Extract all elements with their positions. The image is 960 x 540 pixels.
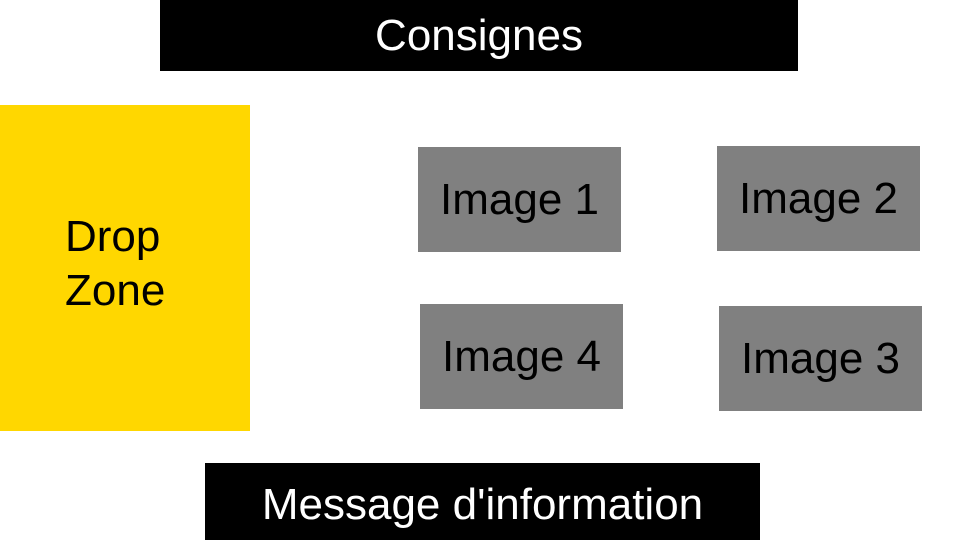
instructions-banner: Consignes xyxy=(160,0,798,71)
drop-zone-label-line2: Zone xyxy=(65,266,166,315)
image-2-label: Image 2 xyxy=(739,173,898,223)
info-message-label: Message d'information xyxy=(261,479,704,529)
info-message-banner: Message d'information xyxy=(205,463,760,540)
draggable-image-4[interactable]: Image 4 xyxy=(420,304,623,409)
image-1-label: Image 1 xyxy=(440,174,599,224)
instructions-label: Consignes xyxy=(375,10,583,60)
drop-zone[interactable]: Drop Zone xyxy=(0,105,250,431)
drop-zone-label-line1: Drop xyxy=(65,212,161,261)
draggable-image-3[interactable]: Image 3 xyxy=(719,306,922,411)
draggable-image-2[interactable]: Image 2 xyxy=(717,146,920,251)
draggable-image-1[interactable]: Image 1 xyxy=(418,147,621,252)
image-4-label: Image 4 xyxy=(442,331,601,381)
image-3-label: Image 3 xyxy=(741,333,900,383)
